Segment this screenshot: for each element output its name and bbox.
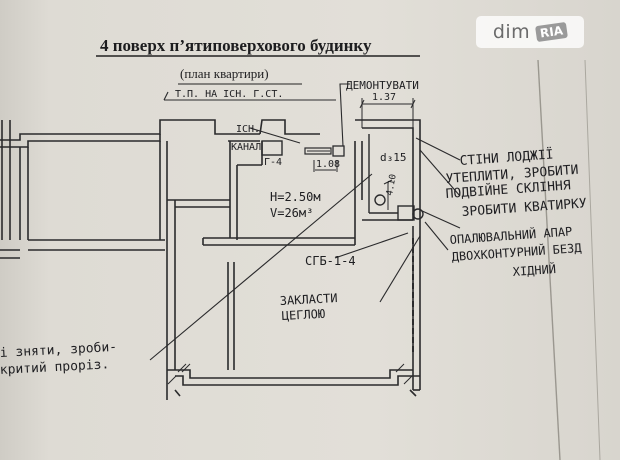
- label-dim-410: 4.10: [385, 173, 399, 196]
- label-opening-2: критий проріз.: [0, 357, 110, 378]
- plan-subtitle: (план квартири): [180, 66, 269, 81]
- label-sgb: СГБ-1-4: [305, 254, 356, 268]
- gas-meter-icon: [374, 194, 386, 206]
- watermark-badge: RIA: [535, 21, 569, 43]
- label-brick-2: ЦЕГЛОЮ: [281, 307, 325, 323]
- valve-icon: [412, 208, 424, 220]
- label-dim-108: 1.08: [316, 159, 340, 170]
- dimria-watermark: dim RIA: [476, 16, 584, 48]
- label-demolish: ДЕМОНТУВАТИ: [346, 79, 419, 92]
- stove: [304, 147, 332, 155]
- walls: [0, 119, 421, 400]
- label-g4: Г-4: [264, 157, 282, 168]
- label-opening-1: і зняти, зроби-: [0, 340, 117, 361]
- label-height: H=2.50м: [270, 190, 321, 204]
- label-kvatyrka: ЗРОБИТИ КВАТИРКУ: [461, 196, 587, 220]
- label-loggia-walls: СТІНИ ЛОДЖІЇ: [459, 146, 554, 169]
- wall-hatching: [167, 363, 413, 385]
- dimension-lines: [313, 98, 416, 210]
- canal-box: [261, 140, 283, 156]
- boiler-icon: [397, 205, 415, 221]
- label-tp-note: Т.П. НА ІСН. Г.СТ.: [175, 89, 283, 100]
- sheet-edge-line: [584, 59, 601, 460]
- gas-riser-box: [332, 145, 345, 157]
- label-kanal: КАНАЛ: [231, 142, 261, 153]
- label-dim-137: 1.37: [372, 92, 396, 103]
- floor-title: 4 поверх п’ятиповерхового будинку: [100, 36, 372, 55]
- leader-lines: [149, 83, 461, 361]
- label-volume: V=26м³: [270, 206, 313, 220]
- gas-pipe: [368, 134, 398, 214]
- label-d15: d₃15: [380, 151, 407, 164]
- label-boiler-3: ХІДНИЙ: [512, 261, 556, 279]
- sheet-fold-line: [537, 59, 561, 460]
- watermark-brand: dim: [492, 21, 531, 43]
- label-brick-1: ЗАКЛАСТИ: [279, 291, 337, 308]
- label-isn: ІСН.: [236, 124, 260, 135]
